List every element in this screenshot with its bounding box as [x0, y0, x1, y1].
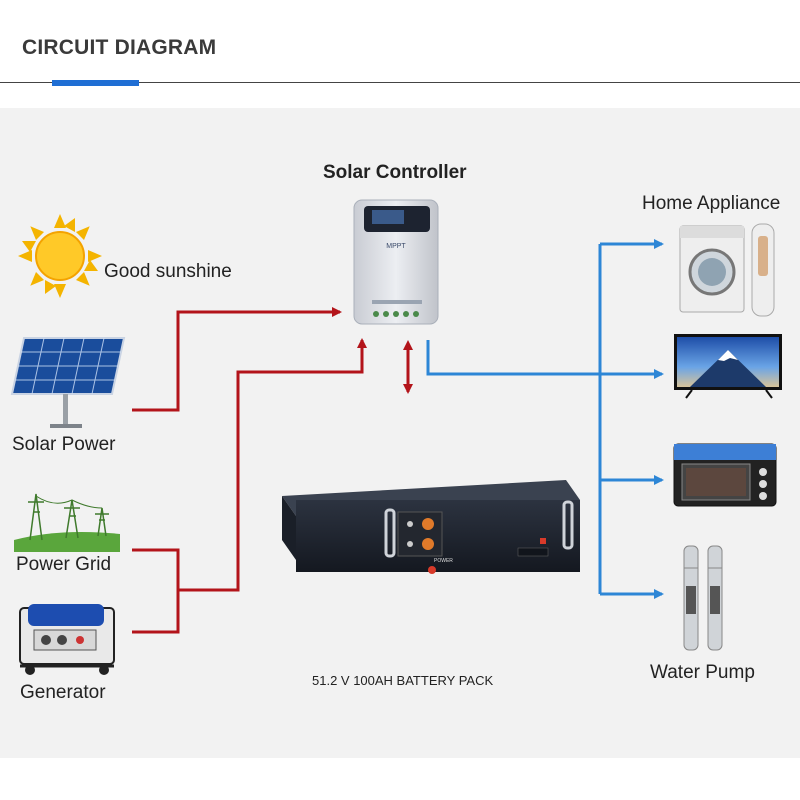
power-grid-label: Power Grid: [16, 554, 112, 575]
water-pump-label: Water Pump: [650, 662, 755, 683]
load-wire: [426, 239, 664, 599]
sunshine-label: Good sunshine: [104, 261, 232, 282]
mppt-label: MPPT: [386, 243, 406, 250]
solar-controller-device: MPPT: [353, 199, 439, 325]
solar-power-label: Solar Power: [12, 434, 116, 455]
power-grid-icon: [14, 493, 120, 552]
tv-icon: [674, 334, 782, 399]
mppt-label-group: MPPT: [386, 243, 406, 250]
generator-icon: [19, 604, 115, 675]
solar-wire: [132, 307, 342, 412]
home-appliance-icon: [679, 223, 775, 317]
header-accent-bar: [52, 80, 139, 86]
home-appliance-label: Home Appliance: [642, 193, 781, 214]
battery-pack-label: 51.2 V 100AH BATTERY PACK: [312, 673, 494, 688]
oven-icon: [673, 443, 777, 507]
battery-pack-device: POWER: [282, 480, 580, 574]
grid-generator-wire: [132, 338, 367, 634]
controller-title: Solar Controller: [323, 162, 467, 183]
battery-power-label: POWER: [434, 558, 453, 564]
water-pump-icon: [683, 545, 723, 651]
generator-label: Generator: [20, 682, 106, 703]
header-divider: [0, 82, 800, 83]
page-title: CIRCUIT DIAGRAM: [22, 36, 217, 59]
solar-panel-icon: [10, 337, 126, 428]
sun-icon: [18, 214, 102, 298]
